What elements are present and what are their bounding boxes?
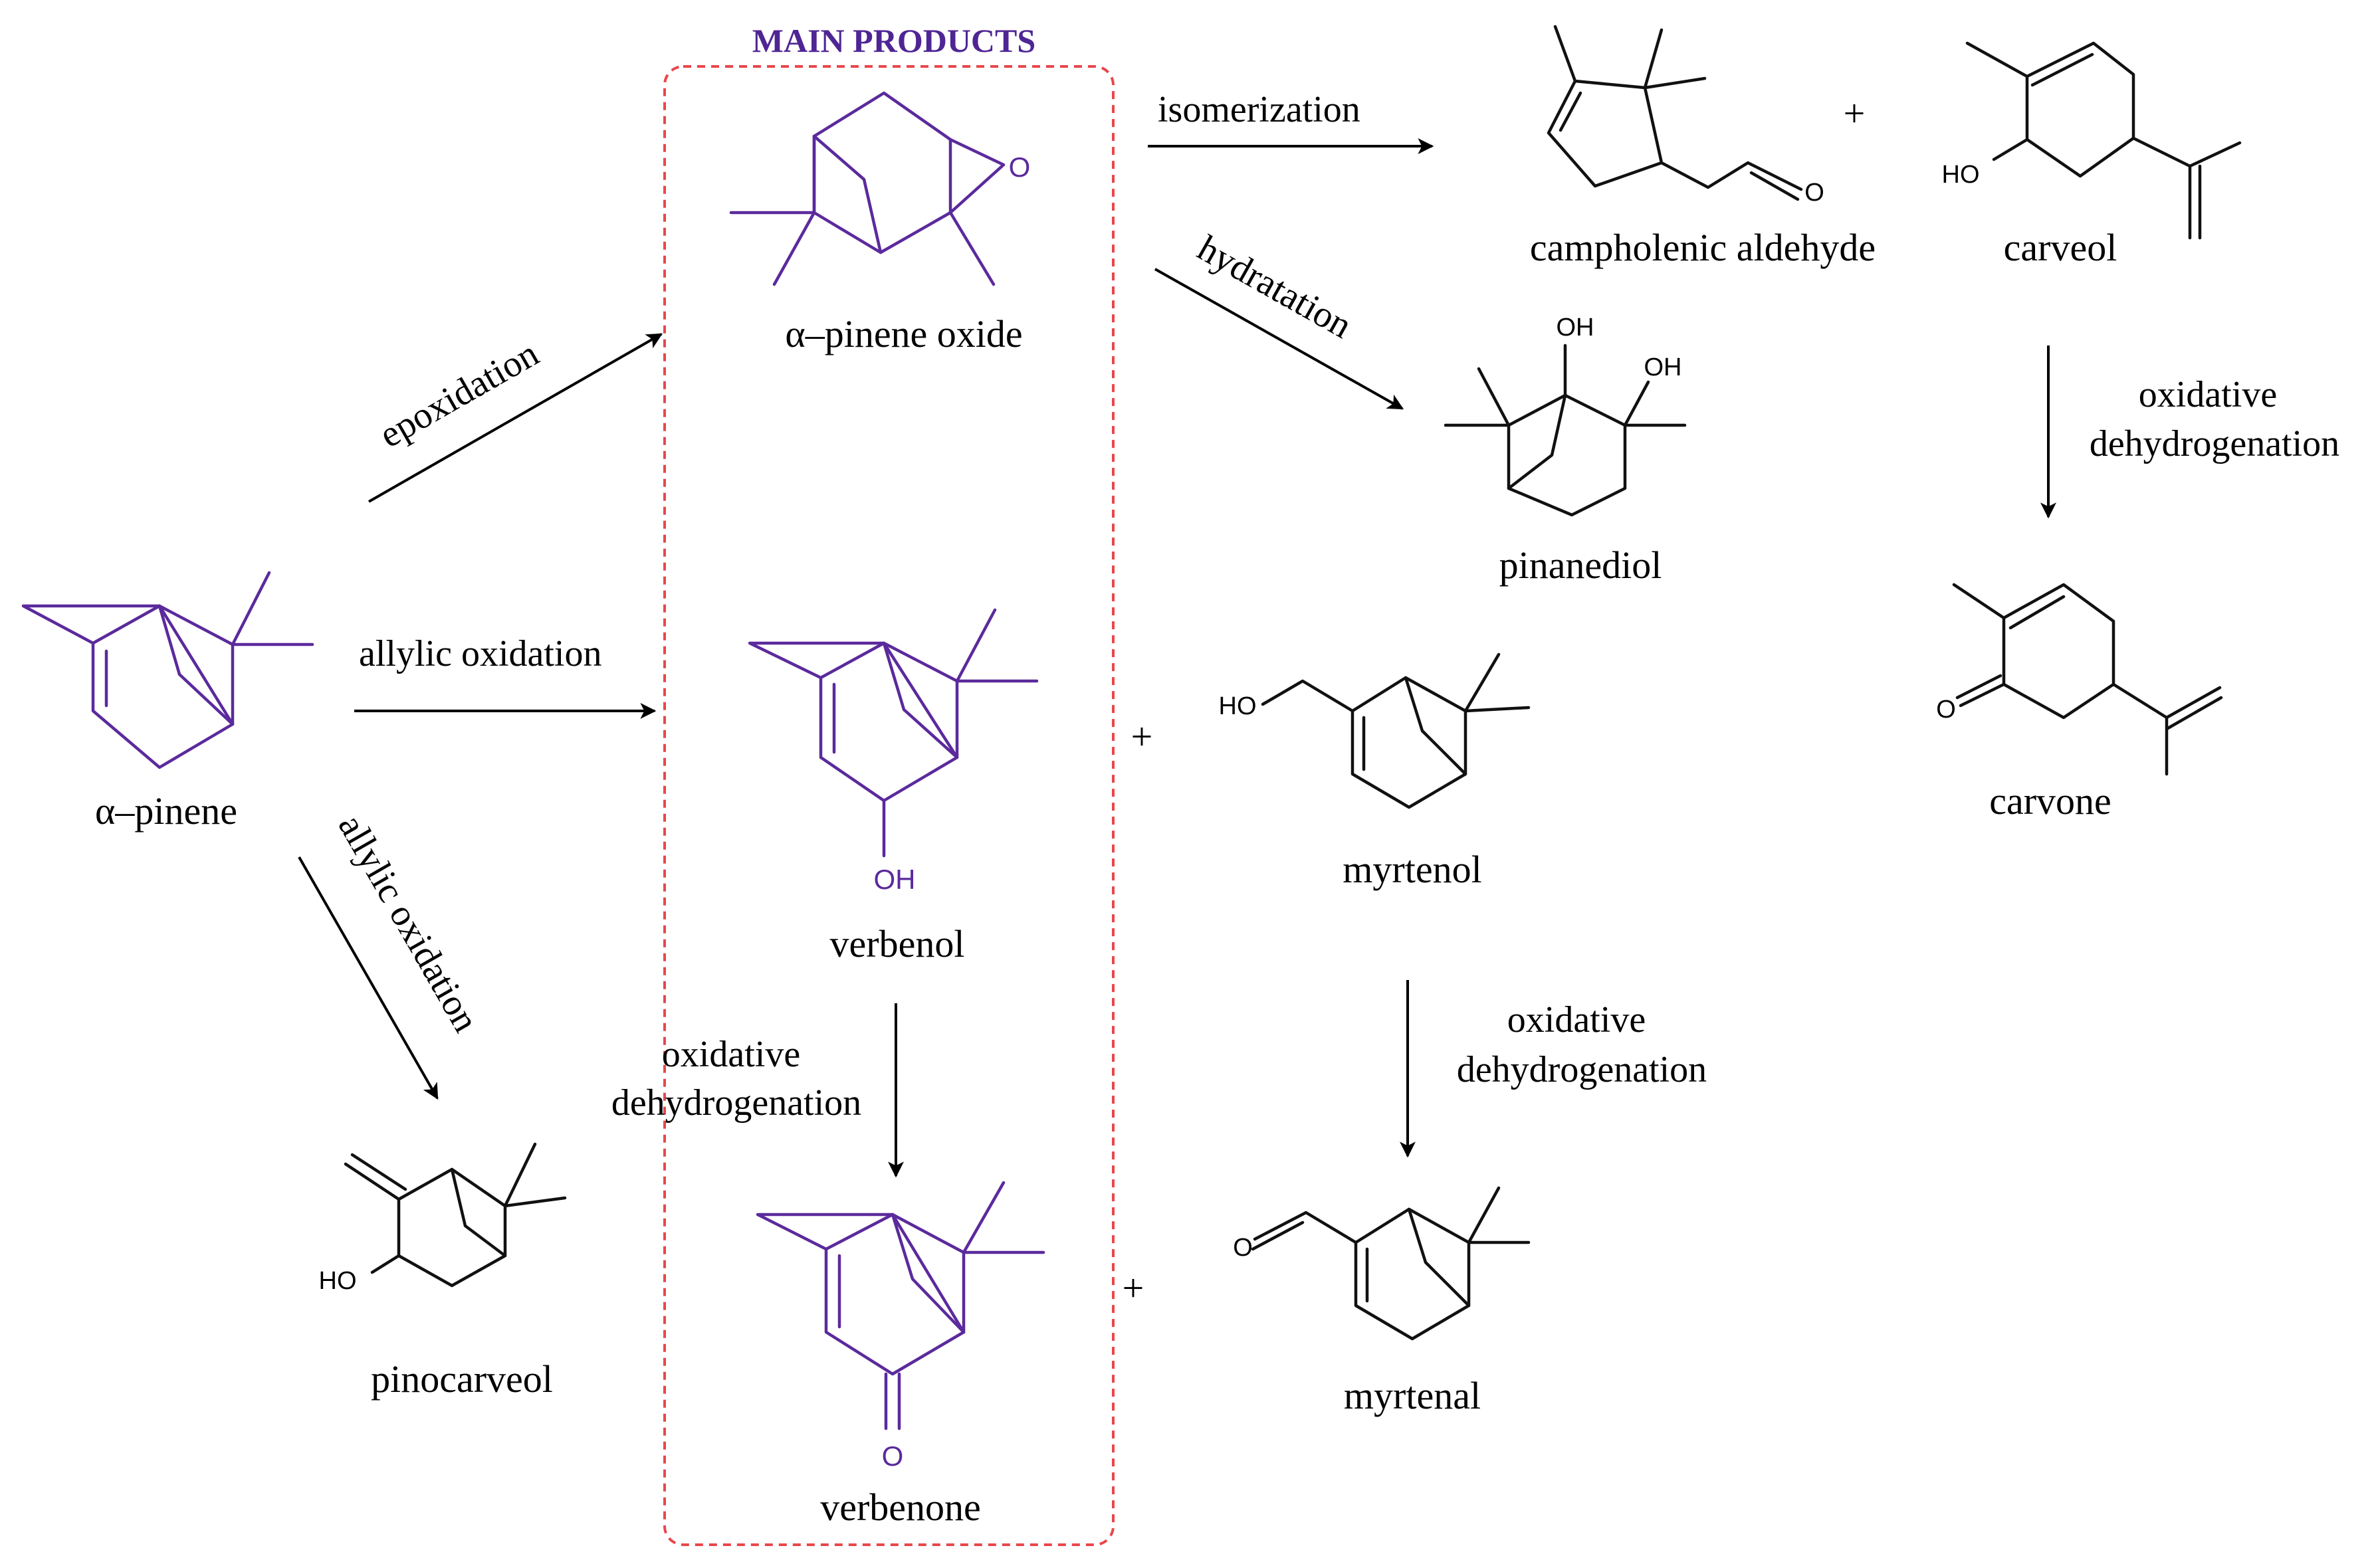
main-products-box: MAIN PRODUCTS — [663, 22, 1115, 1546]
campholenic-aldehyde-structure — [1547, 25, 1803, 201]
carveol-structure — [1965, 41, 2242, 240]
arrow-allylic-oxidation-diagonal — [298, 856, 439, 1100]
carvone-oxygen-atom: O — [1936, 696, 1956, 724]
campholenic-aldehyde-oxygen-atom: O — [1804, 179, 1824, 207]
label-oxdehyd-verbenol-line2: dehydrogenation — [611, 1082, 861, 1124]
verbenol-oh-atom: OH — [874, 864, 916, 895]
myrtenal-label: myrtenal — [1344, 1374, 1481, 1417]
arrow-hydratation — [1154, 268, 1404, 410]
myrtenal-structure — [1251, 1186, 1531, 1341]
main-products-border — [663, 65, 1115, 1546]
carvone-structure — [1952, 583, 2223, 776]
label-epoxidation: epoxidation — [373, 333, 546, 456]
alpha-pinene-label: α–pinene — [95, 789, 237, 833]
reaction-arrows — [298, 138, 2056, 1178]
oxide-oxygen-atom: O — [1009, 151, 1031, 183]
pinocarveol-label: pinocarveol — [371, 1357, 553, 1401]
plus-sign-top: + — [1844, 92, 1866, 135]
myrtenol-label: myrtenol — [1343, 848, 1481, 891]
arrow-epoxidation — [368, 333, 663, 503]
label-allylic-oxidation-horizontal: allylic oxidation — [359, 633, 601, 674]
carveol-ho-atom: HO — [1942, 161, 1980, 189]
pinanediol-oh-atom-2: OH — [1644, 353, 1682, 381]
alpha-pinene-oxide-label: α–pinene oxide — [785, 312, 1022, 355]
carvone-label: carvone — [1989, 779, 2111, 823]
plus-sign-bottom: + — [1123, 1266, 1144, 1310]
myrtenol-structure — [1261, 652, 1531, 809]
label-oxdehyd-myrtenol-line2: dehydrogenation — [1457, 1049, 1707, 1090]
label-isomerization: isomerization — [1158, 89, 1360, 130]
verbenone-label: verbenone — [820, 1486, 981, 1529]
pinanediol-oh-atom-1: OH — [1557, 314, 1594, 342]
verbenol-structure — [748, 608, 1039, 858]
alpha-pinene-oxide-structure — [729, 91, 1006, 286]
pinocarveol-structure — [344, 1142, 567, 1288]
main-products-title: MAIN PRODUCTS — [752, 22, 1035, 59]
alpha-pinene-structure — [21, 571, 314, 769]
verbenone-structure — [756, 1181, 1045, 1430]
pinanediol-structure — [1444, 343, 1687, 517]
campholenic-aldehyde-label: campholenic aldehyde — [1530, 226, 1876, 269]
pinocarveol-ho-atom: HO — [319, 1267, 357, 1295]
label-oxdehyd-myrtenol-line1: oxidative — [1507, 999, 1646, 1040]
label-hydratation: hydratation — [1191, 227, 1359, 346]
label-allylic-oxidation-diagonal: allylic oxidation — [330, 808, 486, 1039]
myrtenal-oxygen-atom: O — [1233, 1234, 1253, 1262]
carveol-label: carveol — [2004, 226, 2117, 269]
pinanediol-label: pinanediol — [1499, 543, 1662, 587]
verbenone-oxygen-atom: O — [882, 1440, 904, 1472]
label-oxdehyd-verbenol-line1: oxidative — [662, 1034, 800, 1075]
plus-sign-middle: + — [1131, 715, 1153, 758]
verbenol-label: verbenol — [830, 922, 965, 965]
label-oxdehyd-carveol-line1: oxidative — [2139, 374, 2277, 415]
label-oxdehyd-carveol-line2: dehydrogenation — [2090, 423, 2339, 464]
myrtenol-ho-atom: HO — [1219, 692, 1257, 720]
